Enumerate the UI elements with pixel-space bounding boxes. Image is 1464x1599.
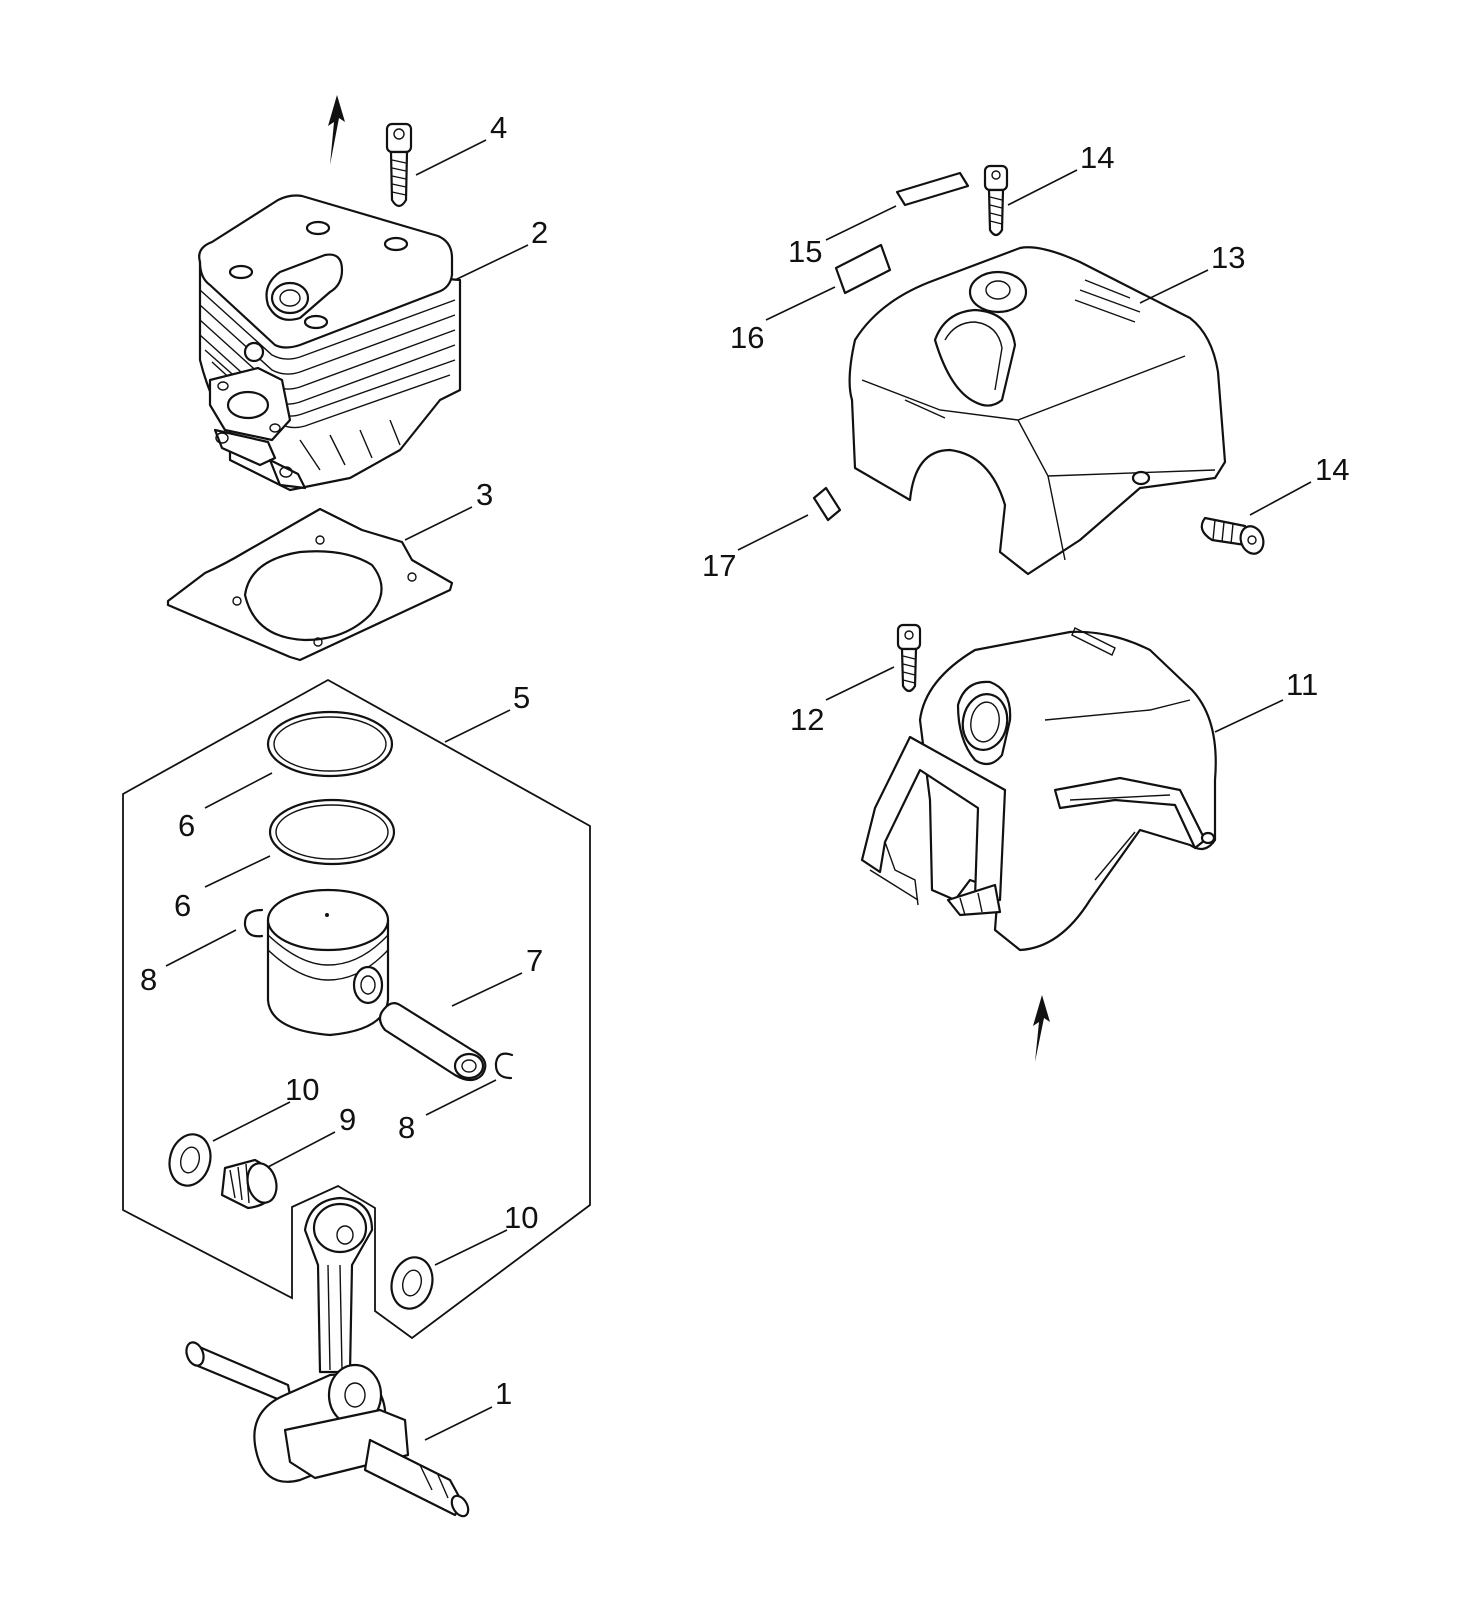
callout-6-upper: 6 xyxy=(178,808,195,843)
piston-circlip-right xyxy=(494,1052,514,1080)
break-mark-top xyxy=(328,95,345,165)
crankshaft xyxy=(185,1196,470,1518)
callout-11: 11 xyxy=(1286,667,1318,702)
lower-cover-screw xyxy=(896,623,922,693)
decal-17 xyxy=(812,486,842,522)
piston-ring-lower xyxy=(268,798,396,866)
break-mark-bottom xyxy=(1033,995,1050,1062)
callout-14-top: 14 xyxy=(1080,140,1114,175)
needle-bearing xyxy=(220,1158,278,1210)
piston xyxy=(266,888,390,1037)
cylinder-gasket xyxy=(166,507,454,662)
callout-14-side: 14 xyxy=(1315,452,1349,487)
thrust-washer-left xyxy=(168,1133,212,1187)
piston-ring-upper xyxy=(266,710,394,778)
callout-10-left: 10 xyxy=(285,1072,319,1107)
callout-13: 13 xyxy=(1211,240,1245,275)
piston-circlip-left xyxy=(243,908,264,938)
cover-screw-side xyxy=(1200,516,1265,555)
callout-2: 2 xyxy=(531,215,548,250)
callout-9: 9 xyxy=(339,1102,356,1137)
cylinder-screw xyxy=(385,122,413,208)
callout-6-lower: 6 xyxy=(174,888,191,923)
decal-15 xyxy=(895,171,970,207)
callout-10-right: 10 xyxy=(504,1200,538,1235)
leader-lines xyxy=(165,139,1312,1441)
callout-17: 17 xyxy=(702,548,736,583)
thrust-washer-right xyxy=(390,1256,434,1310)
callout-8-right: 8 xyxy=(398,1110,415,1145)
callout-16: 16 xyxy=(730,320,764,355)
callout-5: 5 xyxy=(513,680,530,715)
top-cover xyxy=(848,246,1227,576)
callout-1: 1 xyxy=(495,1376,512,1411)
lower-cover xyxy=(860,627,1217,952)
callout-3: 3 xyxy=(476,477,493,512)
callout-12: 12 xyxy=(790,702,824,737)
callout-15: 15 xyxy=(788,234,822,269)
cover-screw-top xyxy=(983,164,1009,237)
callout-labels: 4 2 3 5 6 6 8 7 8 10 9 10 1 14 15 13 16 … xyxy=(140,110,1349,1411)
piston-pin xyxy=(378,1001,487,1082)
callout-7: 7 xyxy=(526,943,543,978)
cylinder xyxy=(198,194,462,492)
callout-4: 4 xyxy=(490,110,507,145)
piston-kit-outline xyxy=(122,678,591,1340)
decal-16 xyxy=(834,243,892,295)
callout-8-left: 8 xyxy=(140,962,157,997)
